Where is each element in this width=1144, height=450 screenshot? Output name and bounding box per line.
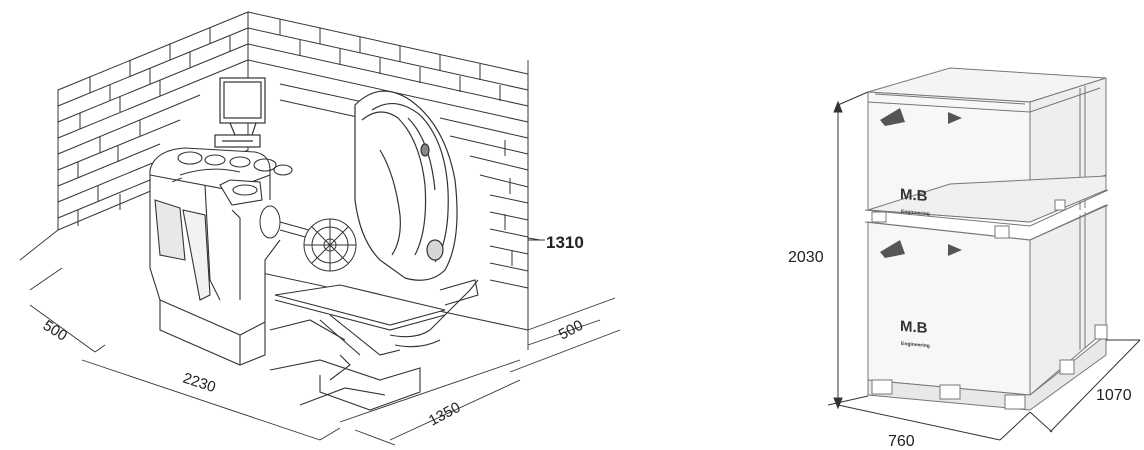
dim-width-label: 2230 — [181, 370, 218, 396]
logo-bottom-main: M.B — [900, 318, 928, 337]
logo-bottom-sub: Engineering — [901, 341, 930, 350]
shaft-and-flange — [259, 205, 357, 272]
crate-dimension-lines — [827, 91, 1141, 441]
monitor — [214, 77, 266, 148]
logo-top-sub: Engineering — [901, 209, 930, 218]
balancer-body — [149, 147, 293, 366]
floor-dimension-lines — [19, 60, 621, 446]
crate-pallet — [867, 324, 1108, 411]
dim-depth-label: 1350 — [426, 399, 463, 430]
logo-bottom: M.B Engineering — [880, 240, 962, 349]
lift-platform — [269, 279, 479, 411]
dim-clearance-right-label: 500 — [556, 317, 586, 344]
crate-height-label: 2030 — [788, 249, 824, 266]
crate-width-label: 760 — [888, 433, 915, 450]
machine-installation-diagram — [19, 11, 621, 446]
logo-top-main: M.B — [900, 186, 928, 205]
dim-depth-left-label: 500 — [40, 317, 70, 345]
shipping-crate-diagram — [864, 67, 1109, 411]
wheel-guard — [354, 90, 458, 281]
crate-depth-label: 1070 — [1096, 387, 1132, 404]
brick-wall-left — [57, 11, 249, 231]
logo-top: M.B Engineering — [880, 108, 962, 217]
dim-height-label: 1310 — [546, 233, 584, 252]
